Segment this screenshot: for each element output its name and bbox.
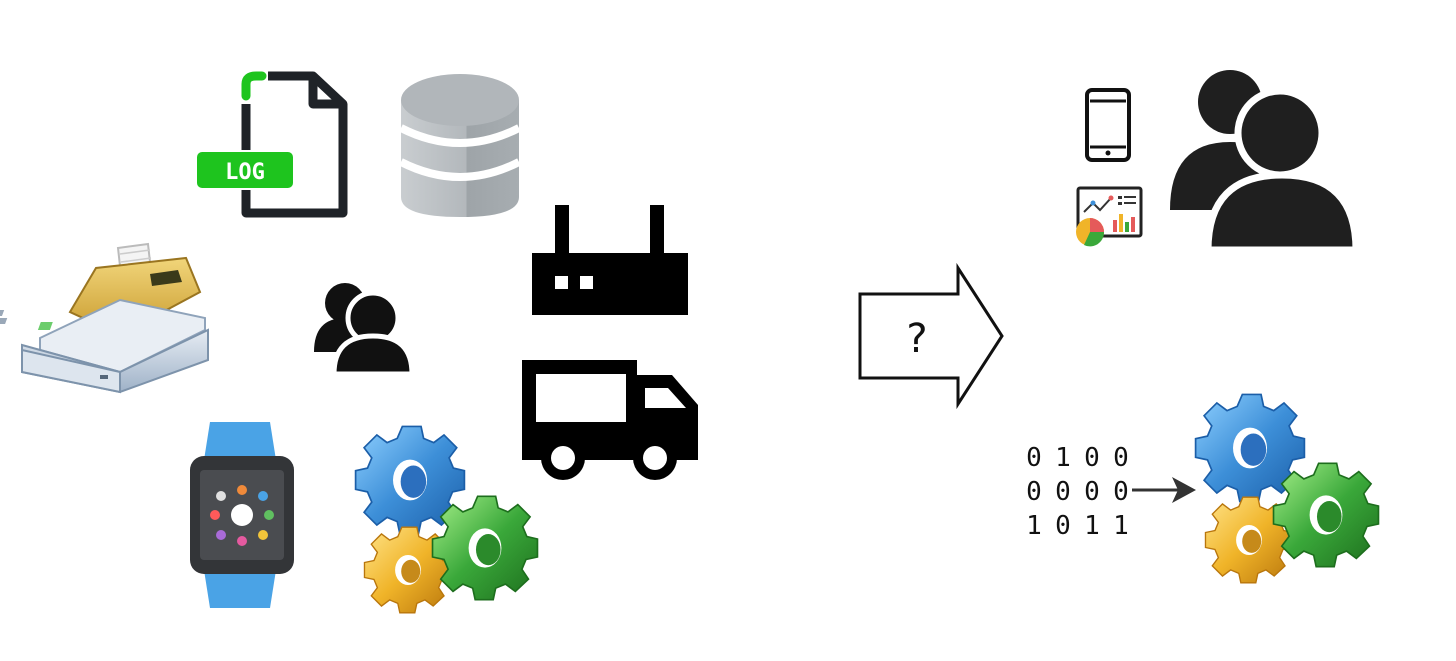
binary-digit: 0 [1026,443,1042,473]
binary-digit: 0 [1113,443,1129,473]
binary-digit: 1 [1055,443,1071,473]
database-icon [399,74,521,217]
binary-digit: 0 [1055,477,1071,507]
binary-digit: 1 [1113,511,1129,541]
binary-digit: 0 [1026,477,1042,507]
binary-digit: 0 [1084,443,1100,473]
cash-register-icon [0,242,209,394]
router-icon [532,205,688,315]
dashboard-icon [1076,186,1143,247]
smartwatch-icon [190,422,294,608]
binary-digit: 0 [1055,511,1071,541]
arrow-right-icon: ? [858,262,1004,410]
gears-icon [354,425,539,614]
arrow-label: ? [906,316,927,362]
gears-icon [1194,393,1380,584]
binary-digit: 0 [1113,477,1129,507]
binary-digit: 0 [1084,477,1100,507]
smartphone-icon [1085,88,1131,162]
users-icon [314,283,415,377]
binary-data-icon: 0 1 0 0 0 0 0 0 1 0 1 1 [1026,443,1196,541]
users-icon [1170,70,1360,254]
arrow-right-icon [1132,477,1196,503]
truck-icon [522,360,698,480]
binary-digit: 1 [1026,511,1042,541]
log-file-icon: LOG [197,71,348,218]
log-label: LOG [225,160,265,185]
binary-digit: 1 [1084,511,1100,541]
